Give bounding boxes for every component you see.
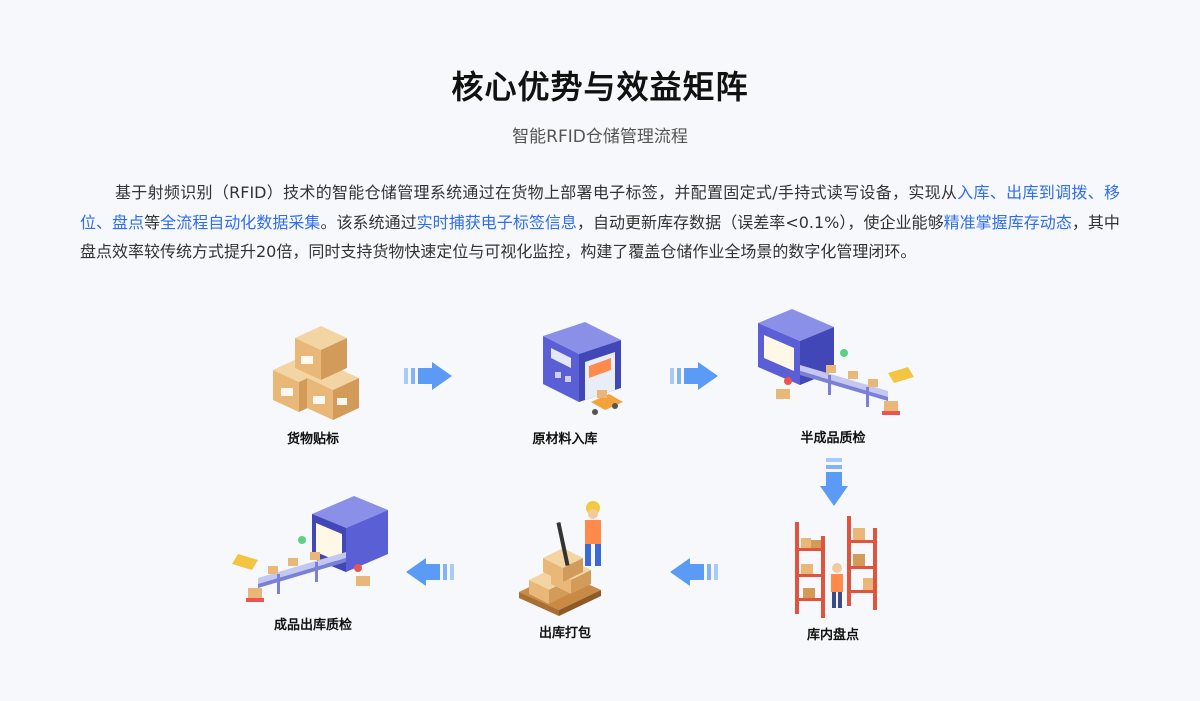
- step-semi-finished-inspection: 半成品质检: [748, 305, 918, 446]
- page-subtitle: 智能RFID仓储管理流程: [512, 127, 688, 147]
- shelves-worker-icon: [795, 516, 877, 618]
- step-label-5: 出库打包: [538, 626, 591, 641]
- step-label-6: 成品出库质检: [273, 618, 352, 633]
- arrow-left-icon: [670, 558, 718, 586]
- arrow-left-icon: [406, 558, 454, 586]
- desc-seg-8: ，其中盘点效率较传统方式提升20倍，同时支持货物快速定位与可视化监控，构建了覆盖…: [80, 212, 1120, 262]
- step-goods-labeling: 货物贴标: [228, 318, 398, 447]
- step-material-inbound: 原材料入库: [480, 318, 650, 447]
- pallet-jack-icon: [519, 501, 601, 616]
- desc-highlight-1: 入库、出库到调拨、移位、盘点: [80, 183, 1120, 232]
- desc-highlight-3: 全流程自动化数据采集: [160, 212, 321, 232]
- scanner-conveyor-icon: [758, 309, 914, 415]
- arrow-down-icon: [820, 458, 848, 506]
- boxes-icon: [273, 326, 359, 420]
- scanner-conveyor-icon: [232, 496, 388, 602]
- desc-seg-2: 等: [144, 212, 161, 232]
- step-inventory-check: 库内盘点: [748, 512, 918, 643]
- step-finished-outbound-inspection: 成品出库质检: [228, 492, 398, 633]
- page-title: 核心优势与效益矩阵: [451, 68, 749, 106]
- step-label-2: 原材料入库: [532, 432, 598, 447]
- arrow-right-icon: [670, 362, 718, 390]
- desc-seg-6: ，自动更新库存数据（误差率<0.1%），使企业能够: [576, 212, 944, 232]
- step-label-3: 半成品质检: [800, 431, 866, 446]
- desc-highlight-7: 精准掌握库存动态: [943, 212, 1072, 232]
- step-label-4: 库内盘点: [806, 628, 859, 643]
- desc-highlight-5: 实时捕获电子标签信息: [416, 212, 577, 232]
- arrow-right-icon: [404, 362, 452, 390]
- warehouse-icon: [543, 322, 623, 415]
- step-outbound-packing: 出库打包: [480, 498, 650, 641]
- desc-seg-0: 基于射频识别（RFID）技术的智能仓储管理系统通过在货物上部署电子标签，并配置固…: [115, 183, 958, 202]
- step-label-1: 货物贴标: [286, 432, 339, 447]
- description-paragraph: 基于射频识别（RFID）技术的智能仓储管理系统通过在货物上部署电子标签，并配置固…: [80, 178, 1120, 267]
- desc-seg-4: 。该系统通过: [320, 212, 417, 232]
